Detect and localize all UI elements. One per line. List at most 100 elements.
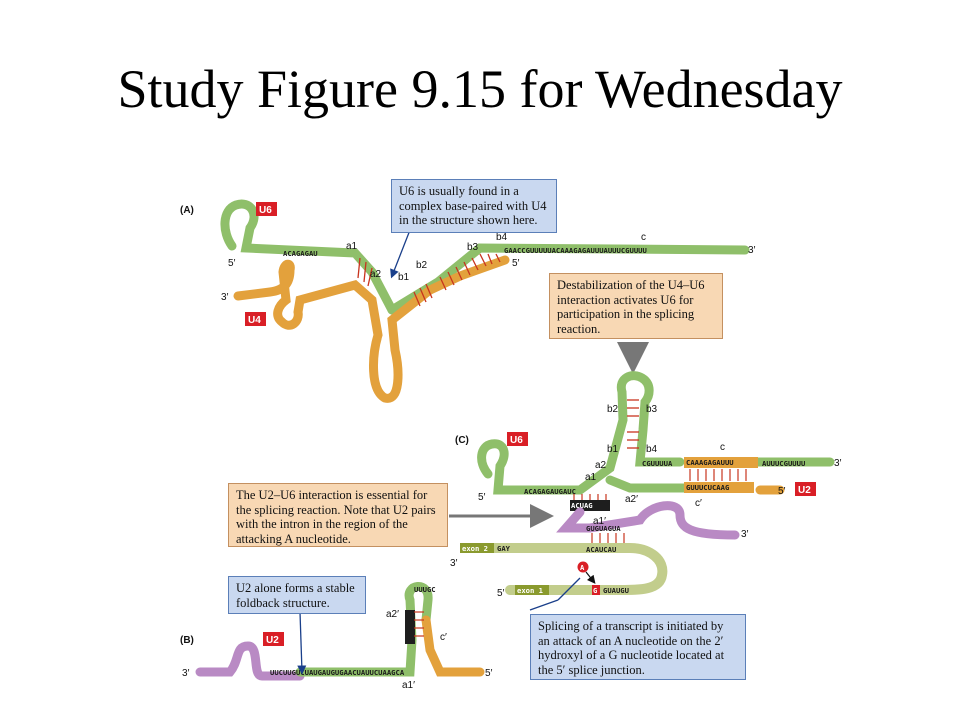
label-c-prime-b: c′ (440, 632, 447, 643)
splicing-note-pointer (529, 599, 559, 611)
u2-intron-pairing (591, 533, 625, 543)
panel-b: (B) UUCUUGUCUAUGAUGUGAACUAUUCUAAGCA UUUG… (180, 582, 493, 691)
label-b3-c: b3 (646, 404, 658, 415)
panel-a: (A) ACAGAGAU GAACCGUUUUUACAAAGAGAUUUAUUU… (180, 199, 756, 403)
u2-purple-c (556, 501, 740, 540)
u6-a-5prime-end: 5′ (228, 258, 236, 269)
label-b2-c: b2 (607, 404, 619, 415)
label-a1-prime-c: a1′ (593, 516, 606, 527)
u6-strand-c (477, 371, 835, 495)
slide-title: Study Figure 9.15 for Wednesday (117, 59, 843, 119)
u2-b-loop-seq: UUUGC (414, 585, 436, 594)
u2-a1-prime-block (570, 500, 610, 511)
label-c-prime-c: c′ (695, 498, 702, 509)
label-b3-a: b3 (467, 242, 479, 253)
label-a2-a: a2 (370, 269, 382, 280)
u6-c-right-seq: CGUUUUA (642, 459, 673, 468)
exon2-seq: GAY (497, 544, 511, 553)
u2-orange-b (421, 615, 485, 677)
callout-splicing-initiation: Splicing of a transcript is initiated by… (530, 614, 746, 680)
intron-loop (465, 543, 668, 595)
panel-a-label: (A) (180, 205, 194, 216)
branch-a-circle (577, 561, 589, 573)
u2-u6-pairing-c (573, 494, 607, 500)
branch-a: A (580, 563, 585, 572)
exon2-3prime-end: 3′ (450, 558, 458, 569)
branch-pair-seq: ACAUCAU (586, 545, 616, 554)
label-a2-prime-c: a2′ (625, 494, 638, 505)
u6-c-far-seq: AUUUCGUUUU (762, 459, 805, 468)
u6-badge-c: U6 (507, 432, 528, 446)
u2-badge-b: U2 (263, 632, 284, 646)
svg-text:GUUUCUCAAG: GUUUCUCAAG (686, 483, 729, 492)
u2-purple-path (556, 501, 740, 540)
u2-b-3prime-end: 3′ (182, 668, 190, 679)
u4-a-5prime-end: 5′ (512, 258, 520, 269)
u4-badge-a: U4 (245, 312, 266, 326)
u6-c-3prime-end: 3′ (834, 458, 842, 469)
u6-badge-a: U6 (256, 202, 277, 216)
label-c-a: c (641, 232, 646, 243)
label-a1-a: a1 (346, 241, 358, 252)
callout-u2-alone: U2 alone forms a stable foldback structu… (228, 576, 366, 614)
u6-c-5prime-seq: ACAGAGAUGAUC (524, 487, 576, 496)
u2-b-purple-path (195, 641, 305, 681)
splice-g-box (592, 585, 600, 595)
label-a1-c: a1 (585, 472, 597, 483)
callout-u2-u6-interaction: The U2–U6 interaction is essential for t… (228, 483, 448, 547)
exon2-label: exon 2 (462, 544, 488, 553)
svg-text:CAAAGAGAUUU: CAAAGAGAUUU (686, 458, 734, 467)
exon1-5prime-end: 5′ (497, 588, 505, 599)
u6-c-lower (605, 475, 695, 493)
label-a2-c: a2 (595, 460, 607, 471)
u6-c-main (477, 371, 685, 495)
u2-c-5prime-end: 5′ (778, 486, 786, 497)
label-b4-a: b4 (496, 232, 508, 243)
u2-purple-b (195, 641, 305, 681)
u2-c-3prime-end: 3′ (741, 529, 749, 540)
u4-strand (233, 255, 510, 403)
u6-a-3prime-seq: GAACCGUUUUUACAAAGAGAUUUAUUUCGUUUU (504, 246, 647, 255)
label-b2-a: b2 (416, 260, 428, 271)
label-b1-a: b1 (398, 272, 410, 283)
u6-a-5prime-seq: ACAGAGAU (283, 249, 318, 258)
label-b4-c: b4 (646, 444, 658, 455)
exon1-block (515, 585, 549, 595)
u4-u6-pairing-a (357, 253, 501, 307)
branch-seq: GUGUAGUA (586, 524, 621, 533)
svg-text:U4: U4 (248, 315, 261, 326)
label-a1-prime-b: a1′ (402, 680, 415, 691)
u6-internal-stem-c (627, 399, 639, 449)
attack-arrow (585, 571, 596, 584)
label-a2-prime-b: a2′ (386, 609, 399, 620)
u2-b-a2-prime-block (405, 610, 415, 644)
u2-a1-prime-seq: ACUAG (571, 501, 593, 510)
pre-mrna-c (465, 543, 668, 595)
panel-c: (C) CAAAGAGAUUU GUUUCUCAAG CGUUUUA AUUUC… (450, 371, 842, 611)
svg-text:U6: U6 (510, 435, 523, 446)
svg-text:U6: U6 (259, 205, 272, 216)
u6-a-3prime-end: 3′ (748, 245, 756, 256)
u2-b-orange-path (421, 615, 485, 677)
callout-destabilization: Destabilization of the U4–U6 interaction… (549, 273, 723, 339)
exon1-seq: GUAUGU (603, 586, 629, 595)
region-c: CAAAGAGAUUU GUUUCUCAAG (684, 457, 758, 493)
svg-text:U2: U2 (798, 485, 811, 496)
exon2-block (460, 543, 494, 553)
u6-5prime-arm (220, 199, 397, 315)
callout-u6-u4-note: U6 is usually found in a complex base-pa… (391, 179, 557, 233)
exon1-label: exon 1 (517, 586, 543, 595)
u4-strand-a (233, 255, 510, 403)
u2-b-stem-pairing (414, 611, 424, 637)
u2-alone-pointer (297, 611, 307, 675)
u6-c-5prime-end: 5′ (478, 492, 486, 503)
svg-text:U2: U2 (266, 635, 279, 646)
splice-g: G (593, 586, 597, 595)
u2-b-5prime-end: 5′ (485, 668, 493, 679)
u2-b-seq: UUCUUGUCUAUGAUGUGAACUAUUCUAAGCA (270, 668, 405, 677)
u6-note-pointer (390, 229, 411, 279)
label-c-c: c (720, 442, 725, 453)
u2-badge-c: U2 (795, 482, 816, 496)
panel-b-label: (B) (180, 635, 194, 646)
